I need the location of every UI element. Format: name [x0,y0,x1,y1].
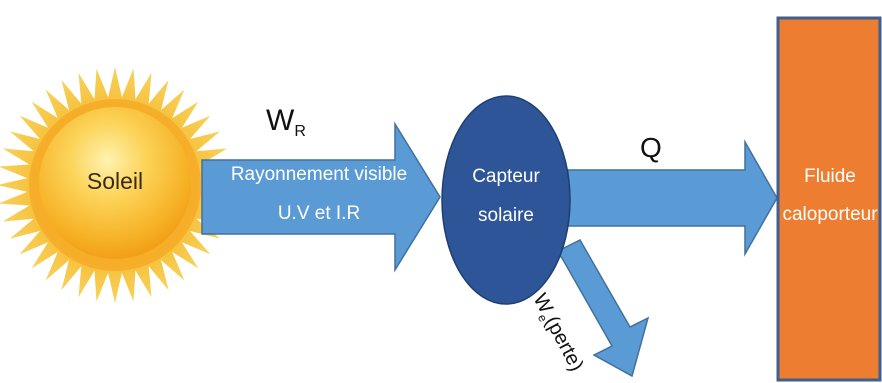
radiation-symbol-subscript: R [294,123,306,140]
fluid-label-line1: Fluide [804,166,856,187]
collector-label-line2: solaire [478,205,534,226]
heat-symbol: Q [640,132,662,163]
radiation-label-line1: Rayonnement visible [230,164,408,185]
radiation-symbol: WR [266,104,306,141]
collector-label-line1: Capteur [472,166,540,187]
sun-core [39,107,191,259]
heat-arrow [567,139,778,257]
fluid-box [776,16,882,382]
sun-label: Soleil [86,168,144,194]
fluid-label-line2: caloporteur [782,204,878,225]
sun-icon [0,67,233,303]
radiation-arrow [201,121,441,273]
collector-ellipse [441,95,571,305]
radiation-symbol-main: W [266,104,295,137]
loss-arrow [554,239,650,378]
radiation-label-line2: U.V et I.R [277,203,361,224]
